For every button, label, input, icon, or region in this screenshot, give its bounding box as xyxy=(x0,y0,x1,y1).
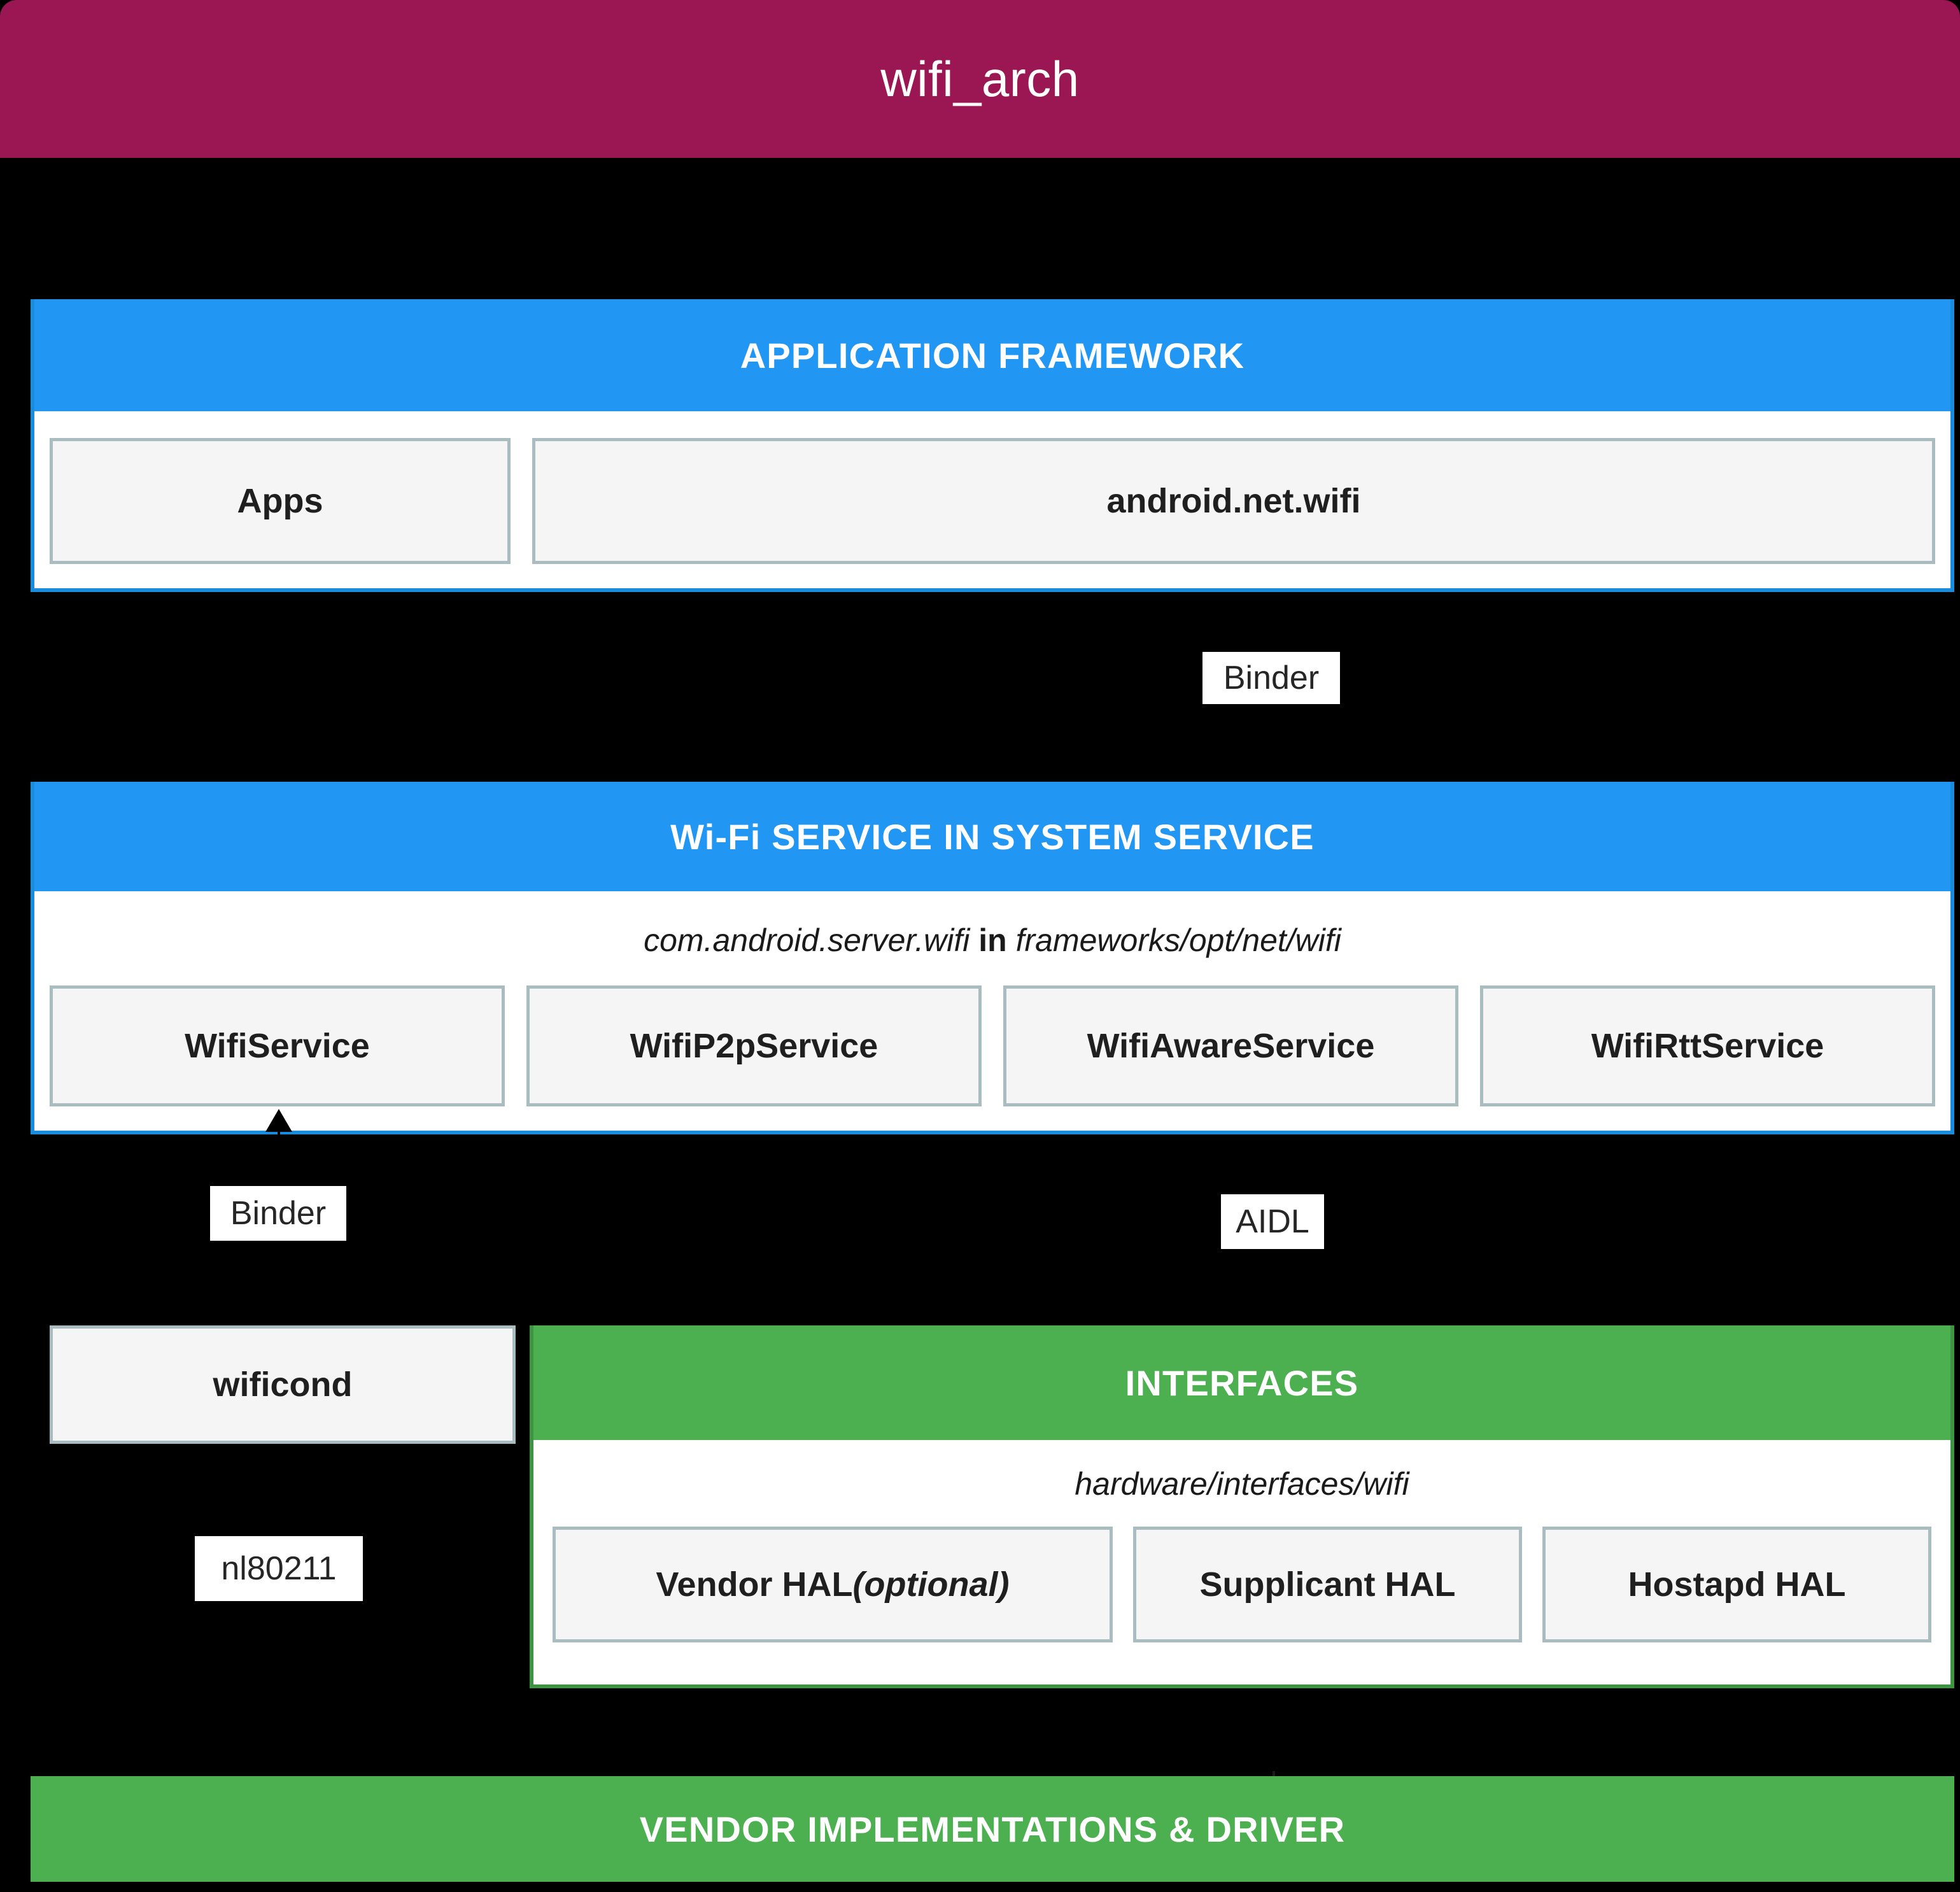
node-wifip2pservice[interactable]: WifiP2pService xyxy=(526,985,982,1106)
node-apps-label: Apps xyxy=(237,481,323,520)
interfaces-node-row: Vendor HAL (optional) Supplicant HAL Hos… xyxy=(553,1527,1931,1642)
edge-label-binder-bottom: Binder xyxy=(210,1186,346,1241)
node-android-net-wifi-label: android.net.wifi xyxy=(1106,481,1361,520)
application-framework-header-label: APPLICATION FRAMEWORK xyxy=(740,335,1245,376)
node-vendor-hal[interactable]: Vendor HAL (optional) xyxy=(553,1527,1113,1642)
wifi-service-subtitle-conjunction: in xyxy=(978,922,1007,958)
interfaces-body: hardware/interfaces/wifi Vendor HAL (opt… xyxy=(533,1440,1950,1684)
node-wificond[interactable]: wificond xyxy=(50,1325,516,1444)
interfaces-header: INTERFACES xyxy=(533,1325,1950,1440)
node-vendor-hal-label: Vendor HAL xyxy=(656,1565,853,1604)
node-wifip2pservice-label: WifiP2pService xyxy=(630,1026,878,1065)
wifi-service-body: com.android.server.wifi in frameworks/op… xyxy=(34,891,1950,1131)
edge-label-binder-bottom-text: Binder xyxy=(230,1195,327,1232)
edge-label-binder-top-text: Binder xyxy=(1223,660,1320,696)
node-vendor-hal-optional-label: (optional) xyxy=(852,1565,1010,1604)
node-supplicant-hal[interactable]: Supplicant HAL xyxy=(1133,1527,1522,1642)
edge-label-aidl: AIDL xyxy=(1221,1194,1324,1249)
application-framework-body: Apps android.net.wifi xyxy=(34,411,1950,588)
edge-label-nl80211-text: nl80211 xyxy=(221,1550,337,1587)
wifi-service-node-row: WifiService WifiP2pService WifiAwareServ… xyxy=(50,985,1935,1106)
arrow-wificond-to-wifiservice-icon xyxy=(265,1109,292,1132)
wifi-service-subtitle-package: com.android.server.wifi xyxy=(644,922,970,958)
node-android-net-wifi[interactable]: android.net.wifi xyxy=(532,438,1935,564)
node-wifiawareservice[interactable]: WifiAwareService xyxy=(1003,985,1458,1106)
node-wifirttservice-label: WifiRttService xyxy=(1591,1026,1824,1065)
interfaces-panel: INTERFACES hardware/interfaces/wifi Vend… xyxy=(530,1325,1954,1688)
vendor-implementations-label: VENDOR IMPLEMENTATIONS & DRIVER xyxy=(639,1809,1346,1849)
node-apps[interactable]: Apps xyxy=(50,438,511,564)
node-wificond-label: wificond xyxy=(213,1366,353,1404)
vendor-implementations-bar: VENDOR IMPLEMENTATIONS & DRIVER xyxy=(31,1776,1954,1882)
node-supplicant-hal-label: Supplicant HAL xyxy=(1199,1565,1456,1604)
interfaces-subtitle-path: hardware/interfaces/wifi xyxy=(1075,1466,1409,1502)
application-framework-node-row: Apps android.net.wifi xyxy=(50,438,1935,564)
edge-label-aidl-text: AIDL xyxy=(1236,1203,1309,1240)
node-wifirttservice[interactable]: WifiRttService xyxy=(1480,985,1935,1106)
node-wifiservice-label: WifiService xyxy=(185,1026,370,1065)
interfaces-header-label: INTERFACES xyxy=(1125,1362,1359,1403)
wifi-service-subtitle: com.android.server.wifi in frameworks/op… xyxy=(34,924,1950,956)
edge-label-binder-top: Binder xyxy=(1202,652,1340,704)
wifi-service-header: Wi-Fi SERVICE IN SYSTEM SERVICE xyxy=(34,782,1950,891)
node-hostapd-hal[interactable]: Hostapd HAL xyxy=(1542,1527,1931,1642)
window-title-bar: wifi_arch xyxy=(0,0,1960,158)
page-title: wifi_arch xyxy=(880,51,1080,107)
node-wifiservice[interactable]: WifiService xyxy=(50,985,505,1106)
wifi-service-header-label: Wi-Fi SERVICE IN SYSTEM SERVICE xyxy=(670,816,1315,857)
node-wifiawareservice-label: WifiAwareService xyxy=(1087,1026,1375,1065)
application-framework-header: APPLICATION FRAMEWORK xyxy=(34,299,1950,411)
node-hostapd-hal-label: Hostapd HAL xyxy=(1628,1565,1846,1604)
interfaces-subtitle: hardware/interfaces/wifi xyxy=(533,1468,1950,1500)
wifi-service-subtitle-path: frameworks/opt/net/wifi xyxy=(1015,922,1341,958)
wifi-service-panel: Wi-Fi SERVICE IN SYSTEM SERVICE com.andr… xyxy=(31,782,1954,1134)
edge-line-binder-bottom xyxy=(278,1132,280,1170)
edge-label-nl80211: nl80211 xyxy=(195,1536,363,1601)
application-framework-panel: APPLICATION FRAMEWORK Apps android.net.w… xyxy=(31,299,1954,592)
